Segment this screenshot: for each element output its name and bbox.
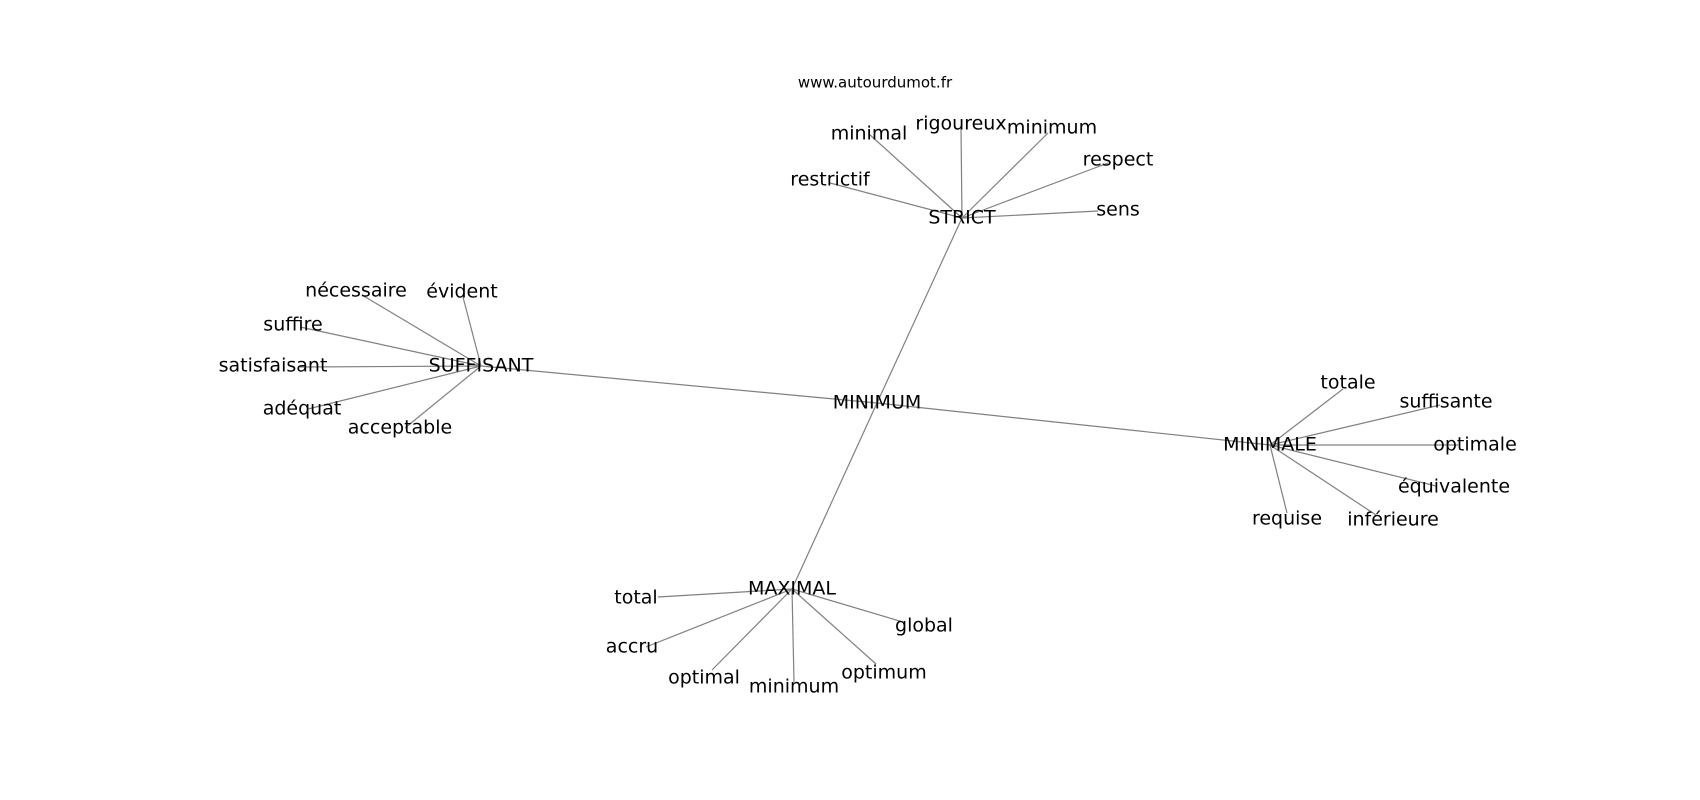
leaf-node-strict-sens: sens <box>1096 199 1140 221</box>
edge-suffisant-to-suffire <box>299 326 482 367</box>
graph-edges <box>299 127 1458 683</box>
edge-minimale-to-suffisante <box>1269 404 1441 446</box>
edge-root-to-strict <box>876 217 963 404</box>
edge-maximal-to-optimal <box>711 588 793 671</box>
leaf-node-suffisant-acceptable: acceptable <box>348 417 452 439</box>
edge-suffisant-to-adequat <box>307 365 482 410</box>
leaf-node-suffisant-satisfaisant: satisfaisant <box>219 355 328 377</box>
edge-maximal-to-global <box>791 588 904 623</box>
edge-root-to-minimale <box>876 402 1271 446</box>
edge-strict-to-minimum <box>961 132 1049 219</box>
edge-minimale-to-equivalente <box>1269 444 1437 487</box>
edge-suffisant-to-evident <box>462 296 482 367</box>
leaf-node-strict-restrictif: restrictif <box>790 169 871 191</box>
hub-node-suffisant: SUFFISANT <box>429 355 534 377</box>
edge-root-to-suffisant <box>480 365 878 404</box>
leaf-node-strict-minimum: minimum <box>1007 117 1097 139</box>
leaf-node-suffisant-evident: évident <box>426 281 497 303</box>
leaf-node-strict-minimal: minimal <box>831 123 908 145</box>
edge-maximal-to-accru <box>645 588 793 648</box>
leaf-node-minimale-requise: requise <box>1252 508 1322 530</box>
edge-root-to-maximal <box>791 402 878 590</box>
edge-minimale-to-totale <box>1269 388 1344 446</box>
edge-maximal-to-total <box>657 588 793 598</box>
leaf-node-strict-rigoureux: rigoureux <box>915 113 1006 135</box>
leaf-node-maximal-global: global <box>895 615 953 637</box>
hub-node-maximal: MAXIMAL <box>748 578 836 600</box>
edge-maximal-to-minimum <box>791 588 795 683</box>
leaf-node-minimale-totale: totale <box>1320 372 1375 394</box>
leaf-node-maximal-optimum: optimum <box>841 662 926 684</box>
leaf-node-minimale-suffisante: suffisante <box>1399 391 1492 413</box>
edge-strict-to-restrictif <box>829 182 963 219</box>
leaf-node-minimale-optimale: optimale <box>1433 434 1517 456</box>
edge-minimale-to-inferieure <box>1269 444 1377 516</box>
leaf-node-maximal-optimal: optimal <box>668 667 740 689</box>
hub-node-minimale: MINIMALE <box>1223 434 1317 456</box>
leaf-node-minimale-equivalente: équivalente <box>1398 476 1510 498</box>
root-node-label: MINIMUM <box>833 392 922 414</box>
leaf-node-maximal-accru: accru <box>606 636 658 658</box>
leaf-node-strict-respect: respect <box>1083 149 1154 171</box>
edge-strict-to-rigoureux <box>960 127 963 219</box>
leaf-node-suffisant-adequat: adéquat <box>263 398 342 420</box>
edge-strict-to-minimal <box>868 133 963 219</box>
edge-suffisant-to-acceptable <box>404 365 482 429</box>
edge-strict-to-sens <box>961 210 1099 219</box>
edge-minimale-to-requise <box>1269 444 1288 514</box>
leaf-node-maximal-minimum: minimum <box>749 676 839 698</box>
watermark-text: www.autourdumot.fr <box>798 74 953 92</box>
leaf-node-suffisant-necessaire: nécessaire <box>305 280 407 302</box>
edge-strict-to-respect <box>961 162 1109 219</box>
leaf-node-suffisant-suffire: suffire <box>263 314 322 336</box>
edge-suffisant-to-satisfaisant <box>299 365 482 368</box>
edge-maximal-to-optimum <box>791 588 877 665</box>
leaf-node-minimale-inferieure: inférieure <box>1347 509 1439 531</box>
hub-node-strict: STRICT <box>928 207 996 229</box>
edge-suffisant-to-necessaire <box>361 294 482 367</box>
leaf-node-maximal-total: total <box>614 587 657 609</box>
